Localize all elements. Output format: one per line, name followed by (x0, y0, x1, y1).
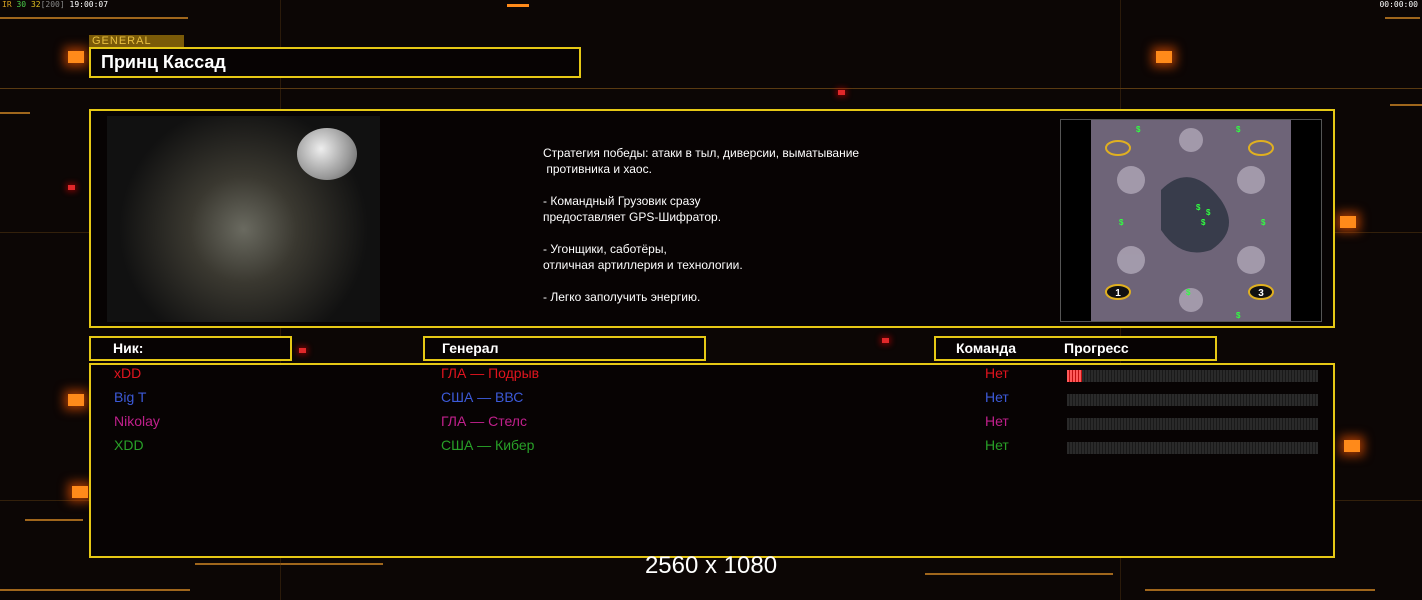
unit-count: 32 (30, 0, 41, 9)
fps-value: 30 (16, 0, 27, 9)
player-nick: xDD (114, 365, 142, 381)
deco-light (1156, 51, 1172, 63)
player-general: США — ВВС (441, 389, 524, 405)
description-line: Стратегия победы: атаки в тыл, диверсии,… (543, 146, 860, 160)
deco-light (1344, 440, 1360, 452)
player-team: Нет (985, 437, 1009, 453)
deco-line (25, 519, 83, 521)
description-line (543, 177, 859, 193)
strategy-description: Стратегия победы: атаки в тыл, диверсии,… (543, 145, 859, 305)
moon-image (297, 128, 357, 180)
map-image: 1 3 $ $ $ $ $ $ $ $ $ (1091, 120, 1291, 321)
description-line: - Легко заполучить энергию. (543, 290, 701, 304)
deco-mark (507, 4, 529, 7)
header-team: Команда (956, 340, 1016, 356)
player-general: ГЛА — Стелс (441, 413, 527, 429)
player-team: Нет (985, 389, 1009, 405)
supply-marker: $ (1186, 288, 1191, 297)
player-general: ГЛА — Подрыв (441, 365, 540, 381)
map-preview: 1 3 $ $ $ $ $ $ $ $ $ (1060, 119, 1322, 322)
player-progress-bar (1067, 394, 1318, 406)
description-line: отличная артиллерия и технологии. (543, 258, 743, 272)
start-position-1: 1 (1115, 288, 1121, 299)
supply-marker: $ (1206, 208, 1211, 217)
unit-limit: [200] (40, 0, 65, 9)
deco-line (1145, 589, 1375, 591)
description-line: - Угонщики, саботёры, (543, 242, 667, 256)
description-line: предоставляет GPS-Шифратор. (543, 210, 722, 224)
fps-label: IR (2, 0, 12, 9)
player-row: Nikolay ГЛА — Стелс Нет (91, 413, 1333, 437)
supply-marker: $ (1236, 125, 1241, 134)
player-row: XDD США — Кибер Нет (91, 437, 1333, 461)
deco-line (1390, 104, 1422, 106)
deco-line (1385, 17, 1420, 19)
supply-marker: $ (1236, 311, 1241, 320)
game-timer: 00:00:00 (1379, 0, 1418, 9)
deco-light (882, 338, 889, 343)
player-progress-bar (1067, 418, 1318, 430)
player-row: Big T США — ВВС Нет (91, 389, 1333, 413)
status-bar: IR 30 32[200] 19:00:07 (2, 0, 108, 9)
deco-light (838, 90, 845, 95)
description-line: противника и хаос. (543, 162, 652, 176)
header-general: Генерал (423, 336, 706, 361)
header-nick: Ник: (89, 336, 292, 361)
deco-line (0, 112, 30, 114)
start-position-3: 3 (1258, 288, 1264, 299)
clock: 19:00:07 (69, 0, 109, 9)
deco-line (0, 17, 188, 19)
deco-light (68, 185, 75, 190)
deco-light (68, 394, 84, 406)
header-team-progress: Команда Прогресс (934, 336, 1217, 361)
player-team: Нет (985, 413, 1009, 429)
description-line: - Командный Грузовик сразу (543, 194, 701, 208)
player-nick: Nikolay (114, 413, 160, 429)
header-progress: Прогресс (1064, 340, 1129, 356)
supply-marker: $ (1201, 218, 1206, 227)
player-nick: XDD (114, 437, 144, 453)
supply-marker: $ (1196, 203, 1201, 212)
general-name: Принц Кассад (89, 47, 581, 78)
player-progress-bar (1067, 370, 1318, 382)
description-line (543, 225, 859, 241)
deco-line (925, 573, 1113, 575)
player-general: США — Кибер (441, 437, 535, 453)
supply-marker: $ (1136, 125, 1141, 134)
supply-marker: $ (1119, 218, 1124, 227)
progress-fill (1067, 370, 1083, 382)
general-badge: GENERAL (89, 35, 184, 47)
description-line (543, 273, 859, 289)
deco-line (0, 88, 1422, 89)
player-team: Нет (985, 365, 1009, 381)
players-list: xDD ГЛА — Подрыв Нет Big T США — ВВС Нет… (89, 363, 1335, 558)
deco-light (68, 51, 84, 63)
resolution-label: 2560 x 1080 (644, 552, 778, 579)
player-row: xDD ГЛА — Подрыв Нет (91, 365, 1333, 389)
player-progress-bar (1067, 442, 1318, 454)
deco-light (1340, 216, 1356, 228)
deco-light (299, 348, 306, 353)
general-info-panel: Стратегия победы: атаки в тыл, диверсии,… (89, 109, 1335, 328)
supply-marker: $ (1261, 218, 1266, 227)
deco-light (72, 486, 88, 498)
general-portrait (107, 116, 380, 322)
deco-line (0, 589, 190, 591)
deco-line (195, 563, 383, 565)
player-nick: Big T (114, 389, 147, 405)
